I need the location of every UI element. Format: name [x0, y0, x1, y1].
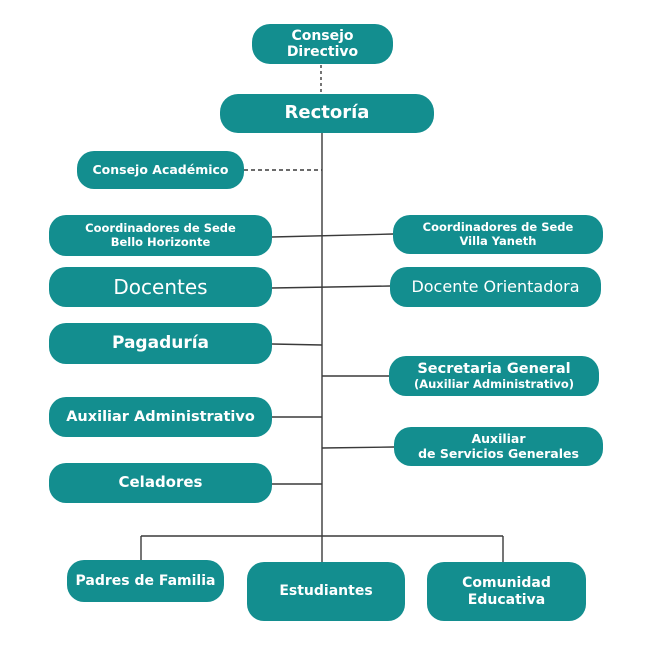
- connector-coordinadores: [271, 233, 394, 238]
- secretaria-general-title: Secretaria General: [417, 361, 571, 378]
- node-comunidad-educativa: Comunidad Educativa: [427, 562, 586, 621]
- node-secretaria-general: Secretaria General (Auxiliar Administrat…: [389, 356, 599, 396]
- node-celadores: Celadores: [49, 463, 272, 503]
- node-coordinadores-bello-horizonte: Coordinadores de Sede Bello Horizonte: [49, 215, 272, 256]
- node-docentes: Docentes: [49, 267, 272, 307]
- node-consejo-academico: Consejo Académico: [77, 151, 244, 189]
- node-auxiliar-administrativo: Auxiliar Administrativo: [49, 397, 272, 437]
- node-rectoria: Rectoría: [220, 94, 434, 133]
- secretaria-general-subtitle: (Auxiliar Administrativo): [413, 376, 575, 391]
- node-padres-de-familia: Padres de Familia: [67, 560, 224, 602]
- node-pagaduria: Pagaduría: [49, 323, 272, 364]
- node-consejo-directivo: Consejo Directivo: [252, 24, 393, 64]
- connector-pagaduria: [271, 343, 323, 346]
- node-coordinadores-villa-yaneth: Coordinadores de Sede Villa Yaneth: [393, 215, 603, 254]
- connector-docentes: [271, 285, 391, 289]
- node-docente-orientadora: Docente Orientadora: [390, 267, 601, 307]
- node-estudiantes: Estudiantes: [247, 562, 405, 621]
- connector-auxiliar-servicios: [321, 446, 395, 449]
- node-auxiliar-servicios-generales: Auxiliar de Servicios Generales: [394, 427, 603, 466]
